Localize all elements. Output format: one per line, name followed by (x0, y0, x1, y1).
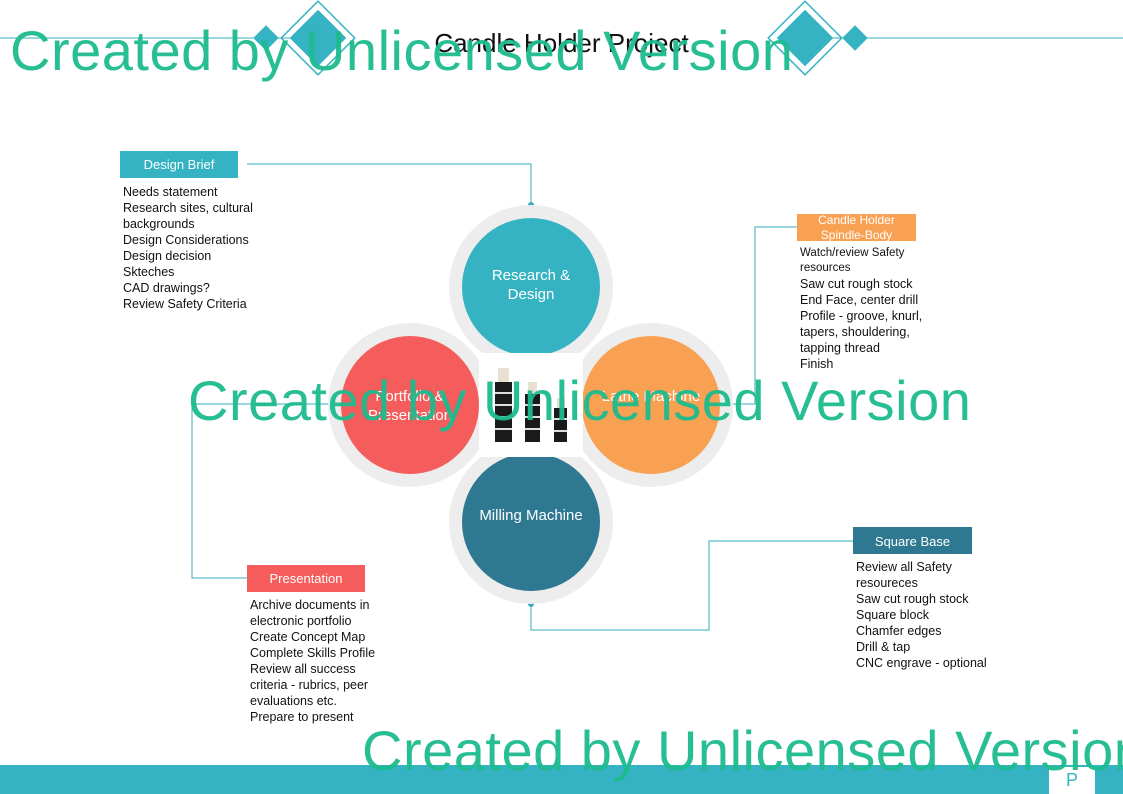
circle-label-milling: Milling Machine (479, 507, 583, 524)
list-item: Archive documents in (250, 598, 370, 612)
list-item: Saw cut rough stock (800, 277, 913, 291)
list-item: Saw cut rough stock (856, 592, 969, 606)
circle-research (462, 218, 600, 356)
list-item: criteria - rubrics, peer (250, 678, 369, 692)
list-item: tapping thread (800, 341, 880, 355)
list-item: Complete Skills Profile (250, 646, 376, 660)
list-item: Profile - groove, knurl, (800, 309, 923, 323)
spindle-list: Watch/review Safety resources Saw cut ro… (800, 246, 922, 372)
list-item: CAD drawings? (123, 281, 210, 295)
connector-spindle (722, 226, 797, 405)
circle-label-lathe: Lathe Machine (601, 388, 701, 405)
list-item: Skteches (123, 265, 175, 279)
list-item: Needs statement (123, 185, 218, 199)
list-item: Square block (856, 608, 929, 622)
circle-label-portfolio: Portfolio & Presentation (367, 388, 453, 424)
circle-lathe (582, 336, 720, 474)
list-item: electronic portfolio (250, 614, 352, 628)
circle-milling (462, 453, 600, 591)
list-item: Review all Safety (856, 560, 952, 574)
list-item: Watch/review Safety (800, 247, 905, 259)
list-item: Finish (800, 357, 834, 371)
connector-presentation (191, 403, 340, 579)
connector-design-brief (247, 163, 532, 205)
list-item: tapers, shouldering, (800, 325, 910, 339)
presentation-list: Archive documents in electronic portfoli… (250, 597, 375, 725)
connector-square-base (530, 540, 853, 631)
page-title: Candle Holder Project (434, 28, 689, 58)
spindle-label-line2: Spindle-Body (820, 228, 893, 242)
list-item: resources (800, 262, 851, 274)
spindle-label: Candle Holder Spindle-Body (797, 213, 916, 243)
design-brief-label: Design Brief (143, 157, 215, 172)
list-item: CNC engrave - optional (856, 656, 987, 670)
list-item: Chamfer edges (856, 624, 942, 638)
list-item: Review all success (250, 662, 356, 676)
list-item: End Face, center drill (800, 293, 919, 307)
list-item: Prepare to present (250, 710, 354, 724)
circle-portfolio (341, 336, 479, 474)
candle-holders-image (495, 368, 567, 442)
list-item: Design decision (123, 249, 212, 263)
list-item: resoureces (856, 576, 918, 590)
list-item: Design Considerations (123, 233, 249, 247)
list-item: Drill & tap (856, 640, 911, 654)
square-base-list: Review all Safety resoureces Saw cut rou… (856, 559, 987, 671)
page-label-box[interactable]: P (1049, 767, 1095, 794)
spindle-label-line1: Candle Holder (818, 213, 895, 227)
design-brief-box (120, 151, 238, 178)
list-item: Create Concept Map (250, 630, 366, 644)
circle-label-research: Research & Design (491, 267, 571, 303)
spindle-box (797, 214, 916, 241)
list-item: evaluations etc. (250, 694, 337, 708)
presentation-label: Presentation (269, 571, 343, 586)
square-base-label: Square Base (874, 534, 951, 549)
square-base-box (853, 527, 972, 554)
presentation-box (247, 565, 365, 592)
list-item: Review Safety Criteria (123, 297, 247, 311)
list-item: Research sites, cultural (123, 201, 253, 215)
design-brief-list: Needs statement Research sites, cultural… (123, 184, 253, 312)
footer-bar (0, 765, 1123, 794)
list-item: backgrounds (123, 217, 195, 231)
